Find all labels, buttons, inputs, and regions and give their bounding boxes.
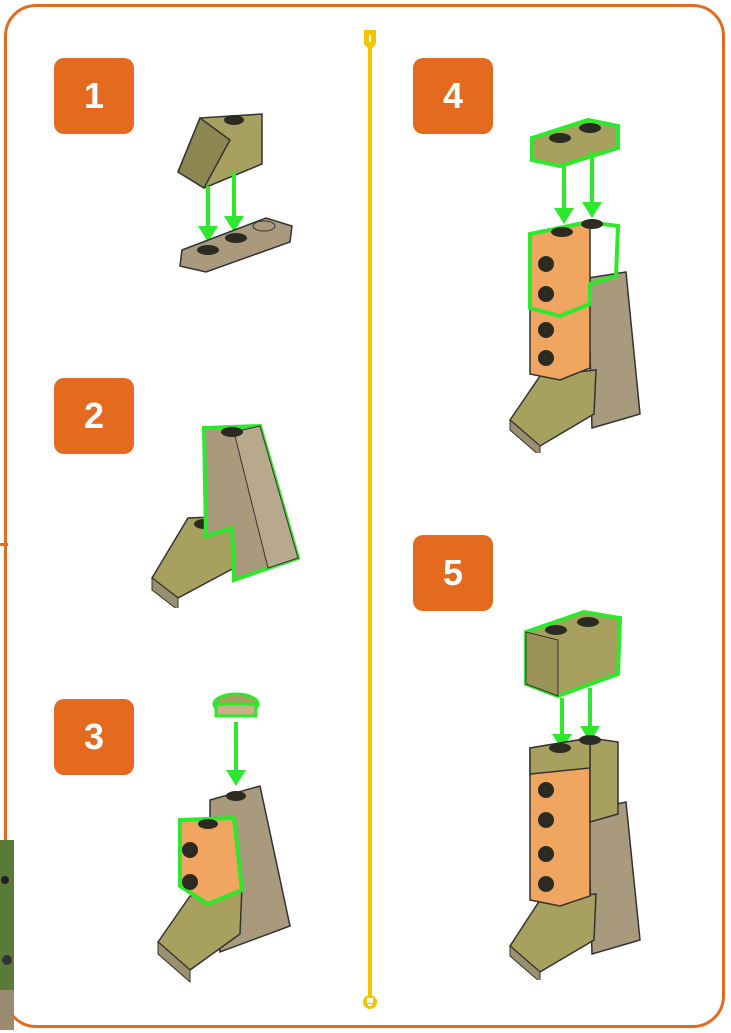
flag-icon (364, 30, 376, 50)
step-number: 5 (443, 552, 463, 594)
step-divider (363, 30, 377, 1015)
arrow-down-icon (554, 164, 574, 224)
arrow-down-icon (224, 172, 244, 232)
step-1-illustration (170, 100, 300, 290)
step-1-badge: 1 (54, 58, 134, 134)
step-2-illustration (148, 418, 308, 608)
step-number: 1 (84, 75, 104, 117)
step-4-badge: 4 (413, 58, 493, 134)
step-3-badge: 3 (54, 699, 134, 775)
edge-mark (0, 543, 8, 546)
trophy-icon (363, 995, 377, 1009)
step-number: 4 (443, 75, 463, 117)
arrow-down-icon (226, 722, 246, 786)
step-5-illustration (500, 600, 650, 980)
step-4-illustration (500, 108, 650, 453)
step-5-badge: 5 (413, 535, 493, 611)
step-3-illustration (150, 690, 310, 990)
step-2-badge: 2 (54, 378, 134, 454)
arrow-down-icon (580, 688, 600, 742)
cropped-illustration-edge (0, 840, 14, 1030)
step-number: 3 (84, 716, 104, 758)
arrow-down-icon (582, 152, 602, 218)
step-number: 2 (84, 395, 104, 437)
arrow-down-icon (198, 186, 218, 242)
